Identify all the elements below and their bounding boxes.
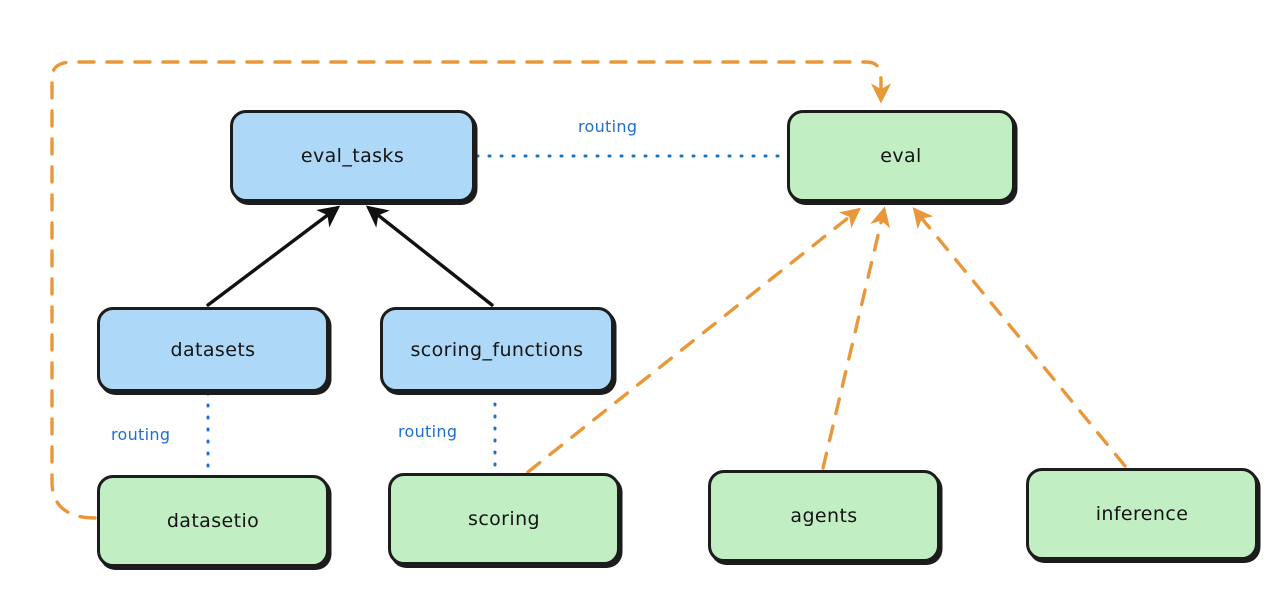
node-eval[interactable]: eval: [787, 110, 1015, 202]
edge-datasets-to-eval-tasks: [206, 205, 341, 307]
edge-agents-to-eval: [821, 206, 891, 470]
node-label-datasets: datasets: [170, 338, 256, 361]
node-label-scoring-functions: scoring_functions: [410, 338, 584, 361]
node-inference[interactable]: inference: [1026, 468, 1258, 560]
node-label-inference: inference: [1095, 503, 1189, 525]
node-label-agents: agents: [790, 505, 858, 527]
node-scoring-functions[interactable]: scoring_functions: [380, 307, 614, 392]
edge-label-routing-eval-tasks-eval: routing: [578, 117, 638, 136]
node-datasets[interactable]: datasets: [97, 307, 329, 392]
edge-inference-to-eval: [912, 207, 1127, 468]
edge-label-routing-scoring-functions-scoring: routing: [398, 422, 458, 441]
node-label-datasetio: datasetio: [166, 510, 260, 532]
node-datasetio[interactable]: datasetio: [97, 475, 329, 567]
node-label-eval-tasks: eval_tasks: [300, 145, 405, 167]
node-agents[interactable]: agents: [708, 470, 940, 562]
node-label-eval: eval: [880, 145, 922, 167]
node-scoring[interactable]: scoring: [388, 473, 620, 565]
edge-label-routing-datasets-datasetio: routing: [111, 425, 171, 444]
node-label-scoring: scoring: [468, 508, 540, 530]
node-eval-tasks[interactable]: eval_tasks: [230, 110, 475, 202]
edge-scoring-functions-to-eval-tasks: [365, 205, 494, 307]
